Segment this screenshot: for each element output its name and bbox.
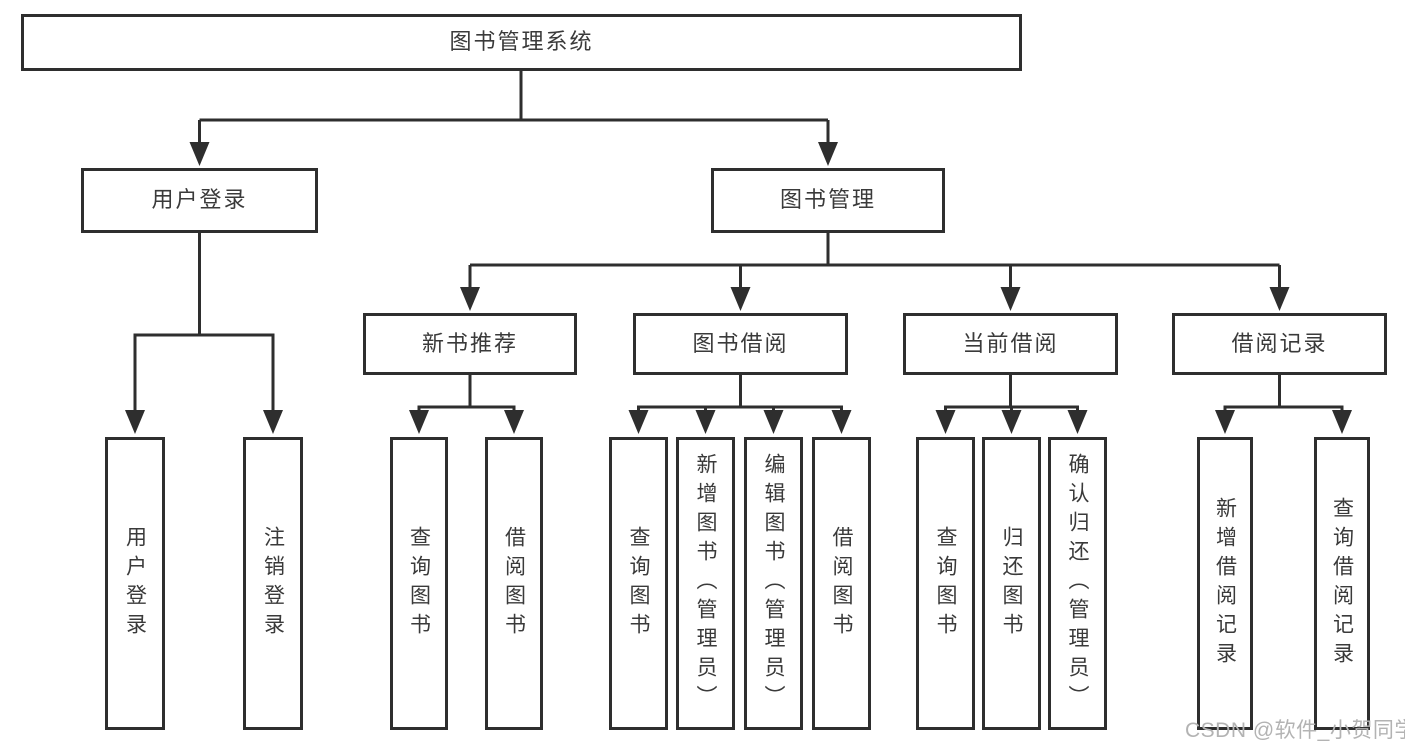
node-leaf-current-return-books: 归还图书	[982, 437, 1041, 730]
node-leaf-borrowing-edit-books-admin: 编辑图书（管理员）	[744, 437, 803, 730]
node-leaf-user-login: 用户登录	[105, 437, 165, 730]
node-leaf-recommend-borrow-books: 借阅图书	[485, 437, 543, 730]
node-leaf-current-query-books: 查询图书	[916, 437, 975, 730]
node-leaf-records-query-record: 查询借阅记录	[1314, 437, 1370, 730]
node-book-management: 图书管理	[711, 168, 945, 233]
node-borrow-records: 借阅记录	[1172, 313, 1387, 375]
node-new-book-recommend: 新书推荐	[363, 313, 577, 375]
node-leaf-borrowing-query-books: 查询图书	[609, 437, 668, 730]
node-current-borrowing: 当前借阅	[903, 313, 1118, 375]
watermark: CSDN @软件_小贺同学	[1185, 719, 1405, 742]
node-root: 图书管理系统	[21, 14, 1022, 71]
node-user-login: 用户登录	[81, 168, 318, 233]
node-book-borrowing: 图书借阅	[633, 313, 848, 375]
node-leaf-logout: 注销登录	[243, 437, 303, 730]
node-leaf-borrowing-borrow-books: 借阅图书	[812, 437, 871, 730]
node-leaf-recommend-query-books: 查询图书	[390, 437, 448, 730]
node-leaf-current-confirm-return-admin: 确认归还（管理员）	[1048, 437, 1107, 730]
node-leaf-records-add-record: 新增借阅记录	[1197, 437, 1253, 730]
node-leaf-borrowing-add-books-admin: 新增图书（管理员）	[676, 437, 735, 730]
